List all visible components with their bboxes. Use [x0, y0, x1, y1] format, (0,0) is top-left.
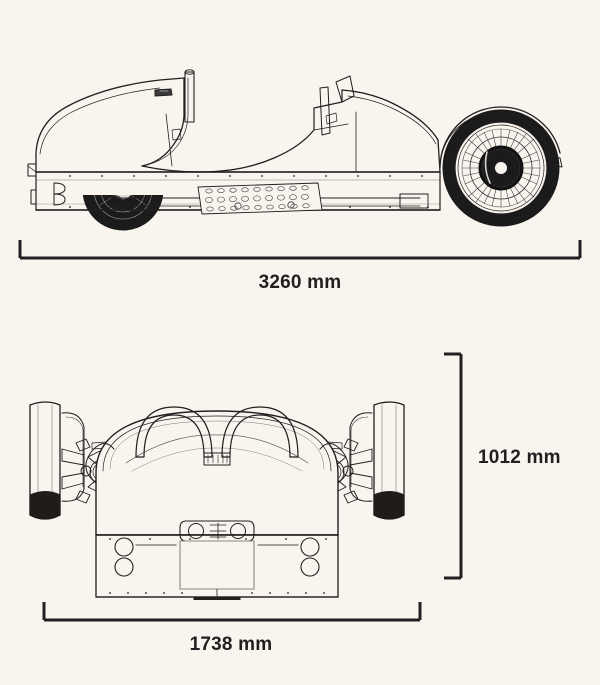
length-dimension-label: 3260 mm: [258, 272, 342, 293]
width-dimension-label: 1738 mm: [189, 634, 273, 655]
front-left-wheel: [29, 401, 61, 520]
front-right-wheel: [373, 401, 405, 520]
height-dimension-label: 1012 mm: [478, 447, 561, 468]
side-front-wheel: [82, 195, 164, 231]
front-roll-hoops: [135, 406, 299, 458]
side-vent-panel: [197, 182, 323, 215]
front-rear-wheel: [193, 596, 241, 600]
side-elevation-drawing: [27, 69, 563, 231]
height-dimension-line: [444, 352, 463, 580]
front-elevation-drawing: [29, 401, 405, 600]
side-rear-wheel: [442, 109, 560, 227]
length-dimension-line: [18, 240, 582, 260]
width-dimension-line: [42, 602, 422, 622]
front-lamp-cluster: [179, 520, 255, 542]
